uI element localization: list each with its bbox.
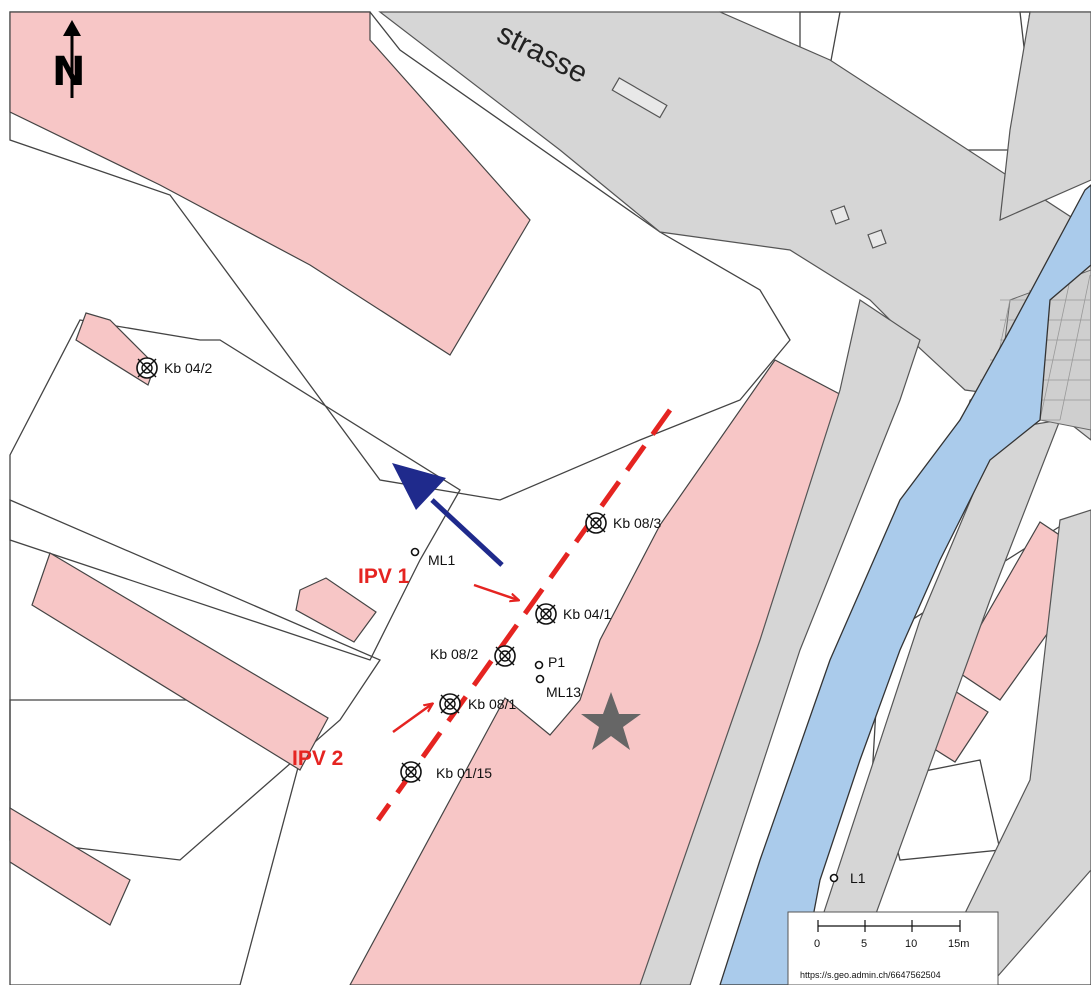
roads	[378, 11, 1091, 985]
point-marker-icon	[410, 547, 420, 557]
point-label: ML13	[546, 684, 581, 700]
scale-tick-label: 15m	[948, 938, 969, 950]
source-url: https://s.geo.admin.ch/6647562504	[800, 970, 941, 980]
point-marker-icon	[829, 873, 839, 883]
section-line	[375, 408, 673, 822]
point-label: ML1	[428, 552, 455, 568]
point-label: P1	[548, 654, 565, 670]
borehole-markers	[136, 357, 607, 783]
point-marker-icon	[535, 674, 545, 684]
ipv2-arrow-icon	[392, 704, 432, 734]
borehole-label: Kb 04/1	[563, 606, 611, 622]
borehole-label: Kb 04/2	[164, 360, 212, 376]
borehole-crosshair-icon	[136, 357, 158, 379]
borehole-label: Kb 08/1	[468, 696, 516, 712]
scale-bar: 0 5 10 15m https://s.geo.admin.ch/664756…	[787, 911, 999, 985]
point-marker-icon	[534, 660, 544, 670]
scale-tick-label: 5	[861, 938, 867, 950]
svg-text:N: N	[52, 49, 85, 95]
ipv1-arrow-icon	[473, 583, 518, 600]
borehole-label: Kb 08/3	[613, 515, 661, 531]
canal	[719, 184, 1091, 985]
scale-tick-label: 10	[905, 938, 917, 950]
point-label: L1	[850, 870, 866, 886]
north-arrow-icon: N	[52, 20, 85, 98]
ipv1-label: IPV 1	[358, 565, 410, 588]
borehole-crosshair-icon	[494, 645, 516, 667]
star-icon	[581, 692, 641, 750]
borehole-crosshair-icon	[439, 693, 461, 715]
buildings	[9, 11, 1083, 985]
measurement-points	[410, 547, 839, 883]
groundwater-flow-arrow-icon	[392, 463, 504, 567]
scale-tick-label: 0	[814, 938, 820, 950]
borehole-crosshair-icon	[535, 603, 557, 625]
ipv2-label: IPV 2	[292, 747, 343, 770]
borehole-label: Kb 08/2	[430, 646, 478, 662]
borehole-crosshair-icon	[585, 512, 607, 534]
borehole-crosshair-icon	[400, 761, 422, 783]
borehole-label: Kb 01/15	[436, 765, 492, 781]
